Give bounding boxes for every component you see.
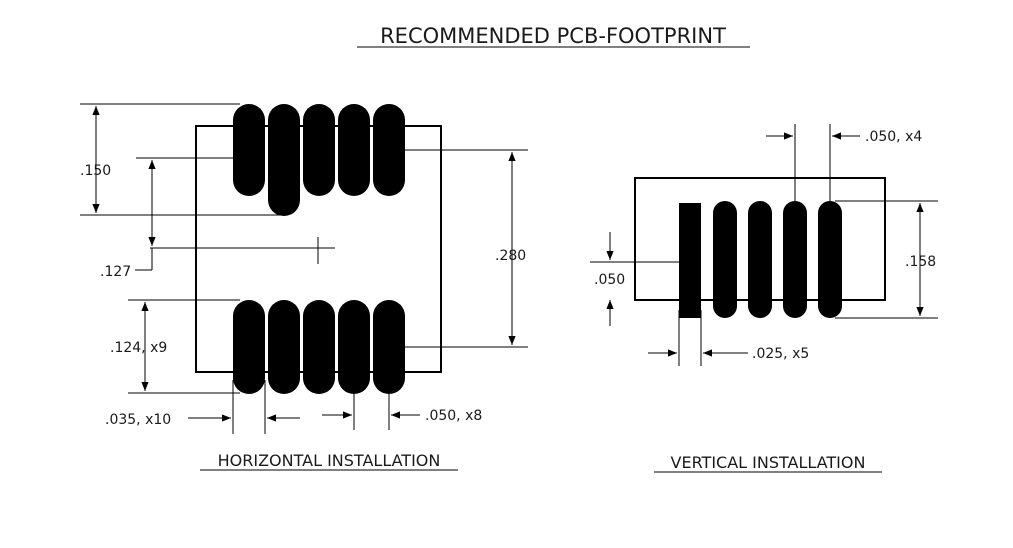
vertical-pads: [679, 201, 842, 318]
pad: [818, 201, 842, 318]
dim-label-124-x9: .124, x9: [110, 340, 167, 356]
horizontal-installation-label: HORIZONTAL INSTALLATION: [218, 451, 441, 470]
horizontal-top-pads: [233, 104, 405, 216]
dim-label-050-x4: .050, x4: [865, 129, 922, 145]
pad: [373, 300, 405, 394]
pad: [713, 201, 737, 318]
page-title: RECOMMENDED PCB-FOOTPRINT: [380, 24, 726, 48]
dim-label-050: .050: [594, 272, 625, 288]
vertical-installation-label: VERTICAL INSTALLATION: [671, 453, 866, 472]
horizontal-bottom-pads: [233, 300, 405, 394]
pad: [303, 104, 335, 196]
pad: [338, 300, 370, 394]
pad: [268, 104, 300, 216]
pad: [748, 201, 772, 318]
dim-label-158: .158: [905, 254, 936, 270]
dim-label-025-x5: .025, x5: [752, 346, 809, 362]
vertical-footprint: .050, x4 .050 .158 .025, x5 VERTICAL INS…: [590, 124, 938, 473]
dim-label-035-x10: .035, x10: [105, 412, 171, 428]
pad: [233, 104, 265, 196]
pad: [268, 300, 300, 394]
pad: [783, 201, 807, 318]
pad: [373, 104, 405, 196]
pad: [233, 300, 265, 394]
dim-label-050-x8: .050, x8: [425, 408, 482, 424]
pad: [338, 104, 370, 196]
dim-label-150: .150: [80, 163, 111, 179]
pad: [303, 300, 335, 394]
pad-square: [679, 203, 701, 318]
horizontal-footprint: .150 .127 .280 .124, x9 .035, x10 .050, …: [80, 103, 528, 471]
dim-label-280: .280: [495, 248, 526, 264]
dim-label-127: .127: [100, 264, 131, 280]
